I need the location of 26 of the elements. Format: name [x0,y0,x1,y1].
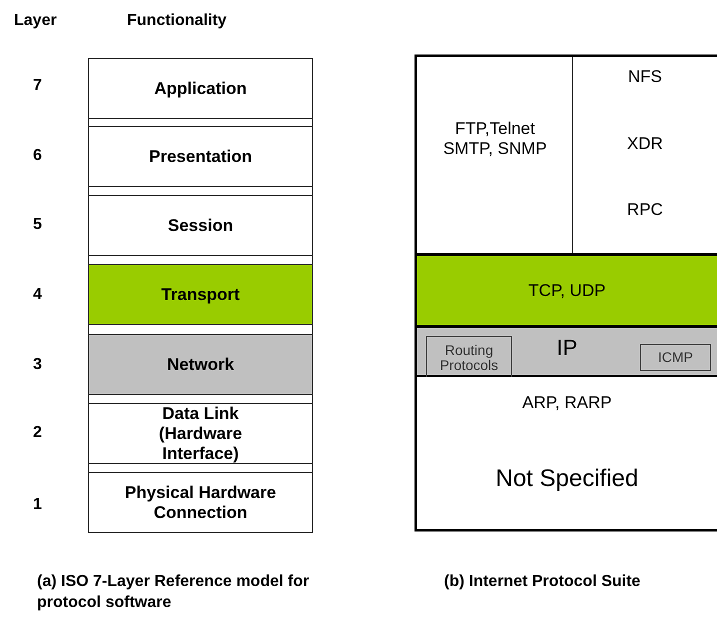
protocol-layer-box: ARP, RARP [417,377,717,429]
protocol-layer-box: Not Specified [417,428,717,529]
column-header: Layer [14,11,57,31]
layer-number: 3 [33,355,42,375]
layer-number: 5 [33,215,42,235]
protocol-layer-box: FTP,Telnet SMTP, SNMP [417,57,573,254]
osi-layer-box: Session [88,195,313,256]
protocol-layer-box: TCP, UDP [417,253,717,326]
layer-number: 7 [33,76,42,96]
osi-layer-box: Data Link (Hardware Interface) [88,403,313,464]
protocol-layer-box: NFS [572,57,717,123]
figure-caption: (b) Internet Protocol Suite [444,572,640,592]
protocol-layer-box: RPC [572,190,717,254]
layer-number: 4 [33,285,42,305]
protocol-name: IP [556,334,578,360]
figure-caption: (a) ISO 7-Layer Reference model for protocol software [37,572,310,613]
osi-layer-box: Presentation [88,126,313,187]
protocol-layer-box [417,325,717,378]
layer-number: 6 [33,146,42,166]
column-header: Functionality [127,11,227,31]
protocol-tag-box: ICMP [640,344,711,371]
protocol-layer-box: XDR [572,122,717,191]
osi-layer-box: Network [88,334,313,395]
layer-number: 1 [33,495,42,515]
osi-layer-box: Transport [88,264,313,325]
layer-number: 2 [33,423,42,443]
